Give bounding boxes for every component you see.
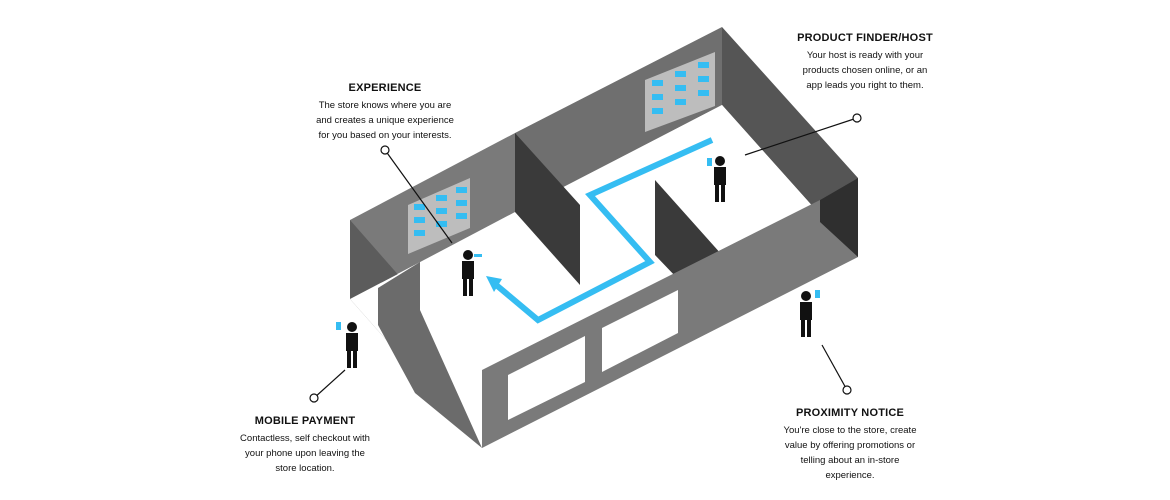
product-finder-line-2: products chosen online, or an: [802, 65, 928, 76]
proximity-line-2: value by offering promotions or: [784, 440, 916, 451]
figure-proximity: [800, 290, 820, 337]
product-finder-line-3: app leads you right to them.: [806, 80, 924, 91]
leader-product-finder: [744, 113, 862, 156]
callout-product-finder: PRODUCT FINDER/HOST Your host is ready w…: [775, 32, 955, 93]
shelf-unit-right: [645, 52, 715, 132]
mobile-payment-line-3: store location.: [275, 463, 335, 474]
figure-experience: [462, 250, 482, 296]
mobile-payment-line-2: your phone upon leaving the: [245, 448, 365, 459]
leader-proximity: [821, 344, 852, 395]
figure-payment: [336, 322, 358, 368]
proximity-line-3: telling about an in-store: [800, 455, 900, 466]
callout-proximity-notice: PROXIMITY NOTICE You're close to the sto…: [760, 407, 940, 483]
product-finder-title: PRODUCT FINDER/HOST: [797, 32, 933, 44]
mobile-payment-line-1: Contactless, self checkout with: [240, 433, 370, 444]
mobile-payment-title: MOBILE PAYMENT: [254, 415, 356, 427]
leader-experience: [380, 145, 453, 244]
customer-path: [493, 137, 714, 324]
store-floor: [350, 105, 858, 448]
experience-line-2: and creates a unique experience: [316, 115, 454, 126]
leader-mobile-payment: [309, 369, 346, 403]
proximity-title: PROXIMITY NOTICE: [795, 407, 905, 419]
left-front-wall: [378, 262, 482, 448]
product-finder-line-1: Your host is ready with your: [806, 50, 924, 61]
proximity-line-1: You're close to the store, create: [783, 425, 917, 436]
shelf-unit-left: [408, 178, 470, 254]
experience-line-1: The store knows where you are: [318, 100, 452, 111]
proximity-line-4: experience.: [825, 470, 875, 481]
front-window-2: [602, 290, 678, 372]
front-window-1: [508, 336, 585, 420]
partition-wall-left: [515, 133, 580, 285]
figure-host: [707, 156, 726, 202]
callout-experience: EXPERIENCE The store knows where you are…: [295, 82, 475, 143]
front-wall-return: [820, 178, 858, 257]
callout-mobile-payment: MOBILE PAYMENT Contactless, self checkou…: [215, 415, 395, 476]
path-arrowhead: [486, 276, 502, 292]
experience-line-3: for you based on your interests.: [318, 130, 452, 141]
experience-title: EXPERIENCE: [348, 82, 422, 94]
